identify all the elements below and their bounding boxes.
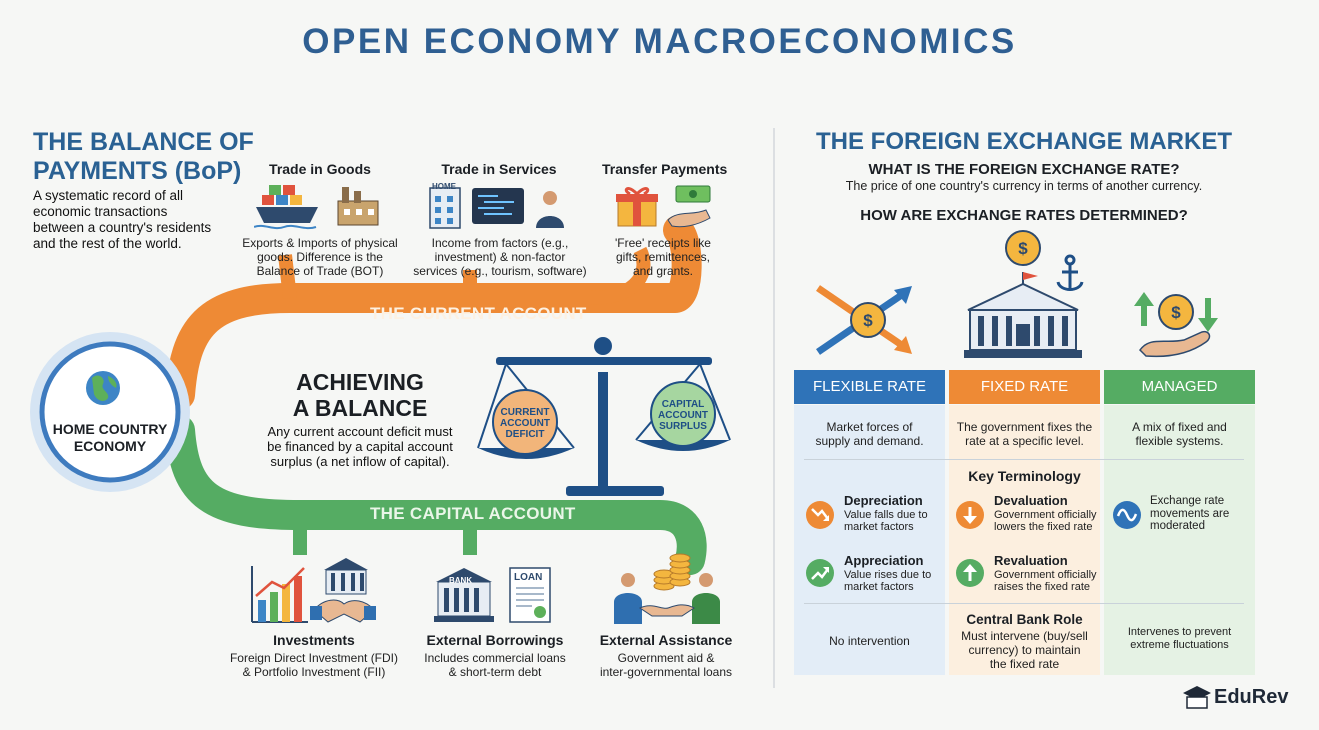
section-divider xyxy=(773,128,775,688)
depreciation-title: Depreciation xyxy=(844,493,923,508)
appreciation-title: Appreciation xyxy=(844,553,924,568)
column-panel-fixed xyxy=(949,405,1100,675)
graduation-cap-icon xyxy=(1183,686,1211,709)
forex-heading: THE FOREIGN EXCHANGE MARKET xyxy=(815,128,1232,155)
balance-heading: ACHIEVING A BALANCE xyxy=(292,369,428,421)
forex-question-2: HOW ARE EXCHANGE RATES DETERMINED? xyxy=(860,207,1188,224)
goods-desc: Exports & Imports of physical goods. Dif… xyxy=(242,236,398,278)
services-desc: Income from factors (e.g., investment) &… xyxy=(413,236,587,278)
svg-text:$: $ xyxy=(1171,303,1181,322)
balance-desc: Any current account deficit must be fina… xyxy=(267,424,453,469)
bank-sign-label: BANK xyxy=(449,576,473,585)
arrow-down-icon xyxy=(956,501,984,529)
loan-doc-label: LOAN xyxy=(514,572,543,583)
column-header-managed: MANAGED FLOATING xyxy=(1104,370,1255,429)
column-panel-flexible xyxy=(794,405,945,675)
transfers-desc: 'Free' receipts like gifts, remittences,… xyxy=(615,236,711,278)
brand-logo: EduRev xyxy=(1214,686,1289,708)
appreciation-desc: Value rises due to market factors xyxy=(844,569,932,593)
home-country-label: HOME COUNTRY ECONOMY xyxy=(52,421,168,454)
borrowings-title: External Borrowings xyxy=(426,632,564,648)
services-icon xyxy=(429,187,564,229)
gift-money-icon xyxy=(616,185,711,228)
bop-heading-line1: THE BALANCE OF xyxy=(33,128,254,156)
current-deficit-pan: CURRENT ACCOUNT DEFICIT xyxy=(500,407,550,440)
svg-text:$: $ xyxy=(863,311,873,330)
managed-movement-desc: Exchange rate movements are moderated xyxy=(1150,495,1230,532)
investment-handshake-icon xyxy=(251,558,376,623)
column-header-flexible: FLEXIBLE RATE xyxy=(794,370,945,404)
page-title: OPEN ECONOMY MACROECONOMICS xyxy=(302,22,1017,61)
central-bank-flexible: No intervention xyxy=(829,634,910,648)
central-bank-managed: Intervenes to prevent extreme fluctuatio… xyxy=(1127,626,1232,651)
depreciation-desc: Value falls due to market factors xyxy=(844,509,928,533)
row-divider-2 xyxy=(804,603,1244,604)
svg-text:$: $ xyxy=(1018,239,1028,258)
investments-desc: Foreign Direct Investment (FDI) & Portfo… xyxy=(229,651,399,679)
capital-surplus-pan: CAPITAL ACCOUNT SURPLUS xyxy=(658,399,708,432)
assistance-handshake-icon xyxy=(614,553,720,624)
row-divider-1 xyxy=(804,459,1244,460)
current-account-label: THE CURRENT ACCOUNT xyxy=(370,304,587,323)
flexible-desc: Market forces of supply and demand. xyxy=(815,420,924,448)
column-panel-managed xyxy=(1104,405,1255,675)
goods-title: Trade in Goods xyxy=(269,161,371,177)
bank-loan-icon xyxy=(434,567,551,623)
trend-up-icon xyxy=(806,559,834,587)
arrow-up-icon xyxy=(956,559,984,587)
trend-down-icon xyxy=(806,501,834,529)
column-header-fixed: FIXED RATE xyxy=(949,370,1100,404)
revaluation-title: Revaluation xyxy=(994,553,1068,568)
wave-icon xyxy=(1113,501,1141,529)
home-sign-label: HOME xyxy=(432,182,456,191)
investments-title: Investments xyxy=(273,632,355,648)
assistance-desc: Government aid & inter-governmental loan… xyxy=(599,651,733,679)
key-terminology-label: Key Terminology xyxy=(968,468,1081,484)
transfers-title: Transfer Payments xyxy=(602,161,728,177)
cargo-ship-icon xyxy=(254,185,379,230)
exchange-mechanism-icons: $ $ $ xyxy=(816,230,1218,358)
central-bank-fixed: Must intervene (buy/sell currency) to ma… xyxy=(961,629,1088,671)
forex-answer-1: The price of one country's currency in t… xyxy=(845,179,1203,193)
devaluation-title: Devaluation xyxy=(994,493,1068,508)
devaluation-desc: Government officially lowers the fixed r… xyxy=(994,509,1097,533)
bop-heading-line2: PAYMENTS (BoP) xyxy=(33,157,242,185)
borrowings-desc: Includes commercial loans & short-term d… xyxy=(424,651,566,679)
revaluation-desc: Government officially raises the fixed r… xyxy=(994,569,1097,593)
assistance-title: External Assistance xyxy=(599,632,733,648)
central-bank-title: Central Bank Role xyxy=(966,612,1083,627)
managed-desc: A mix of fixed and flexible systems. xyxy=(1132,420,1227,448)
fixed-desc: The government fixes the rate at a speci… xyxy=(956,420,1093,448)
bop-definition: A systematic record of all economic tran… xyxy=(33,188,212,251)
forex-question-1: WHAT IS THE FOREIGN EXCHANGE RATE? xyxy=(868,161,1180,178)
services-title: Trade in Services xyxy=(441,161,557,177)
capital-account-label: THE CAPITAL ACCOUNT xyxy=(370,504,576,523)
